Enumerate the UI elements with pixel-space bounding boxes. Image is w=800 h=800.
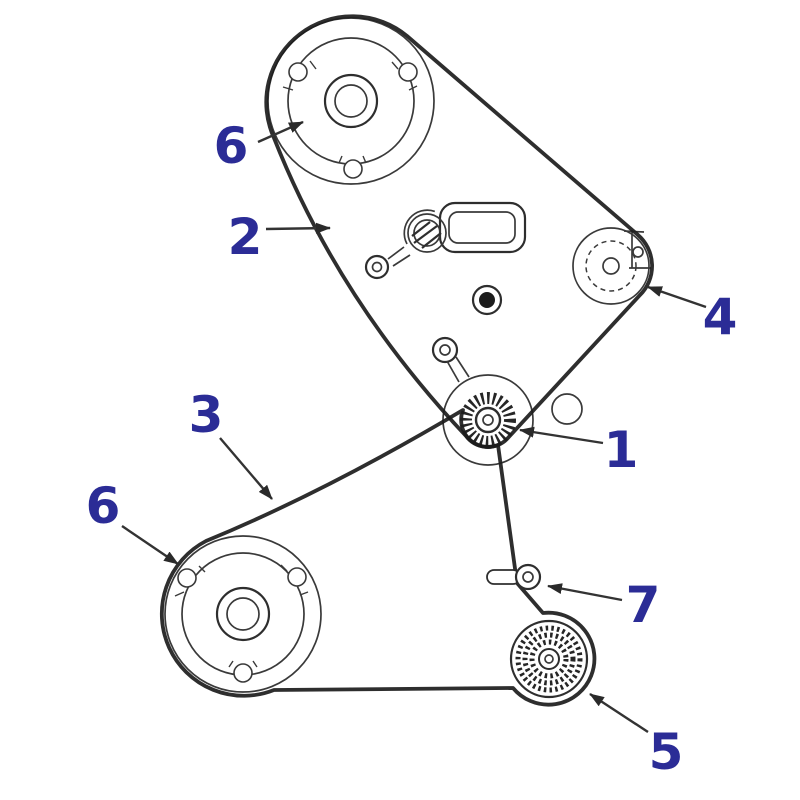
callout-6-top-arrow bbox=[257, 120, 304, 144]
callout-3-arrow bbox=[219, 437, 273, 500]
callout-labels: 6 2 4 3 6 1 7 5 bbox=[86, 117, 738, 781]
callout-4: 4 bbox=[703, 288, 738, 346]
pulley-bottom-left-rim bbox=[164, 535, 322, 693]
pulley-top-left-rim bbox=[267, 17, 435, 185]
pulley-right-bore bbox=[602, 257, 620, 275]
pulley-knurl-ring bbox=[529, 639, 569, 679]
upper-drive-belt bbox=[264, 14, 654, 449]
cutout-slot-inner bbox=[448, 211, 516, 244]
pulley-bottom-right-rim bbox=[509, 619, 589, 699]
bracket-hole bbox=[632, 246, 644, 258]
callout-7: 7 bbox=[626, 576, 661, 634]
pulley-top-left-bolt-circle bbox=[287, 37, 415, 165]
pulley-bottom-left bbox=[164, 535, 322, 693]
callout-6-bottom: 6 bbox=[86, 477, 121, 535]
callout-7-arrow bbox=[547, 583, 623, 602]
shaft-boss bbox=[471, 284, 503, 316]
pulley-bottom-right bbox=[509, 619, 589, 699]
pulley-center-bore bbox=[482, 414, 494, 426]
pulley-center-knurl bbox=[460, 392, 516, 448]
callout-1-arrow bbox=[519, 426, 604, 445]
roller-outer-arc bbox=[403, 209, 436, 245]
pulley-bottom-left-bolt-circle bbox=[181, 552, 305, 676]
frame-hole bbox=[551, 393, 583, 425]
bolt-hole bbox=[288, 62, 308, 82]
callout-4-arrow bbox=[647, 285, 707, 309]
link-nut-hole bbox=[371, 261, 383, 273]
pulley-bottom-left-hub bbox=[215, 586, 271, 642]
tensioner-arm-eye bbox=[431, 336, 459, 364]
guide-pin-hole bbox=[522, 571, 534, 583]
belt-guide-pin bbox=[486, 563, 542, 591]
callout-1: 1 bbox=[604, 421, 639, 479]
pulley-knurl-ring bbox=[515, 625, 583, 693]
pulley-right-rim bbox=[572, 227, 650, 305]
callout-3: 3 bbox=[189, 386, 224, 444]
roller-knob bbox=[407, 213, 447, 253]
bolt-hole bbox=[343, 159, 363, 179]
pulley-top-left-hub bbox=[323, 73, 379, 129]
pulley-center-drive bbox=[431, 336, 534, 466]
callout-5: 5 bbox=[649, 723, 684, 781]
pulley-top-left bbox=[267, 17, 435, 185]
callout-2-arrow bbox=[265, 222, 331, 234]
shaft-boss-center bbox=[479, 292, 495, 308]
pulley-bottom-left-bore bbox=[226, 597, 260, 631]
bolt-hole bbox=[233, 663, 253, 683]
callout-arrows bbox=[121, 120, 707, 734]
cutout-slot-outer bbox=[438, 201, 527, 254]
pulley-right-idler bbox=[572, 227, 651, 305]
pulley-bottom-right-hub bbox=[538, 648, 560, 670]
bolt-hole bbox=[398, 62, 418, 82]
pulley-top-left-bore bbox=[334, 84, 368, 118]
bolt-hole bbox=[177, 568, 197, 588]
bolt-hole bbox=[287, 567, 307, 587]
callout-5-arrow bbox=[589, 692, 649, 734]
pulley-center-hub bbox=[474, 406, 502, 434]
callout-6-bottom-arrow bbox=[121, 525, 179, 565]
callout-6-top: 6 bbox=[214, 117, 249, 175]
tensioner-arm-hole bbox=[439, 344, 451, 356]
pulley-bottom-right-bore bbox=[544, 654, 554, 664]
pulley-right-pitch-circle bbox=[585, 240, 637, 292]
guide-pin-head bbox=[514, 563, 542, 591]
link-nut bbox=[364, 254, 390, 280]
lower-drive-belt bbox=[159, 408, 597, 707]
chassis-details bbox=[364, 201, 583, 425]
pulley-knurl-ring bbox=[522, 632, 576, 686]
callout-2: 2 bbox=[228, 208, 263, 266]
